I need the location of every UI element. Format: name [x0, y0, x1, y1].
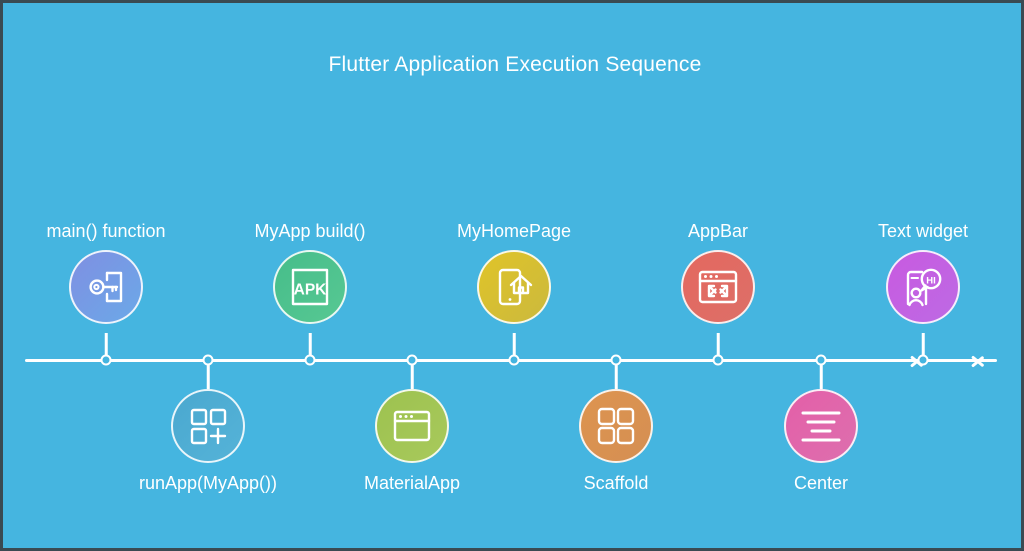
timeline-step-3[interactable]: MyApp build() APK: [195, 221, 425, 324]
step-icon-wrap: [706, 389, 936, 463]
step-label: Center: [793, 473, 849, 493]
step-label: MaterialApp: [363, 473, 461, 493]
timeline-connector-stem: [308, 333, 312, 361]
chat-hi-icon[interactable]: HI: [886, 250, 960, 324]
timeline-connector-stem: [206, 360, 210, 389]
step-label: Scaffold: [583, 473, 649, 493]
timeline-connector-stem: [716, 333, 720, 361]
step-label: AppBar: [687, 221, 749, 241]
step-label: MyApp build(): [254, 221, 366, 241]
phone-home-icon[interactable]: [477, 250, 551, 324]
timeline-connector-stem: [104, 333, 108, 361]
browser-window-icon[interactable]: [375, 389, 449, 463]
timeline-step-2[interactable]: runApp(MyApp()): [93, 389, 323, 494]
widgets-add-icon[interactable]: [171, 389, 245, 463]
timeline-node-dot[interactable]: [815, 354, 827, 366]
key-door-icon[interactable]: [69, 250, 143, 324]
timeline-step-4[interactable]: MaterialApp: [297, 389, 527, 494]
timeline-connector-stem: [410, 360, 414, 389]
align-center-icon[interactable]: [784, 389, 858, 463]
timeline-node-dot[interactable]: [917, 354, 929, 366]
timeline-node-dot[interactable]: [712, 354, 724, 366]
window-expand-icon[interactable]: [681, 250, 755, 324]
step-icon-wrap: [3, 250, 221, 324]
timeline-node-dot[interactable]: [406, 354, 418, 366]
timeline-connector-stem: [512, 333, 516, 361]
svg-text:HI: HI: [926, 276, 936, 287]
step-icon-wrap: [93, 389, 323, 463]
timeline-step-1[interactable]: main() function: [3, 221, 221, 324]
timeline-node-dot[interactable]: [304, 354, 316, 366]
timeline-node-dot[interactable]: [610, 354, 622, 366]
timeline-node-dot[interactable]: [508, 354, 520, 366]
timeline-step-6[interactable]: Scaffold: [501, 389, 731, 494]
step-icon-wrap: APK: [195, 250, 425, 324]
page-title: Flutter Application Execution Sequence: [328, 53, 702, 76]
timeline-step-8[interactable]: Center: [706, 389, 936, 494]
timeline-step-5[interactable]: MyHomePage: [399, 221, 629, 324]
timeline-step-7[interactable]: AppBar: [603, 221, 833, 324]
timeline-connector-stem: [819, 360, 823, 389]
step-label: runApp(MyApp()): [138, 473, 278, 493]
step-icon-wrap: [501, 389, 731, 463]
step-icon-wrap: HI: [808, 250, 1021, 324]
timeline-step-9[interactable]: Text widget HI: [808, 221, 1021, 324]
apk-package-icon[interactable]: APK: [273, 250, 347, 324]
timeline-node-dot[interactable]: [100, 354, 112, 366]
grid-four-icon[interactable]: [579, 389, 653, 463]
timeline-node-dot[interactable]: [202, 354, 214, 366]
step-icon-wrap: [297, 389, 527, 463]
svg-text:APK: APK: [294, 282, 328, 299]
timeline-connector-stem: [614, 360, 618, 389]
step-icon-wrap: [603, 250, 833, 324]
step-icon-wrap: [399, 250, 629, 324]
step-label: main() function: [46, 221, 166, 241]
step-label: Text widget: [877, 221, 969, 241]
timeline-connector-stem: [921, 333, 925, 361]
step-label: MyHomePage: [456, 221, 572, 241]
